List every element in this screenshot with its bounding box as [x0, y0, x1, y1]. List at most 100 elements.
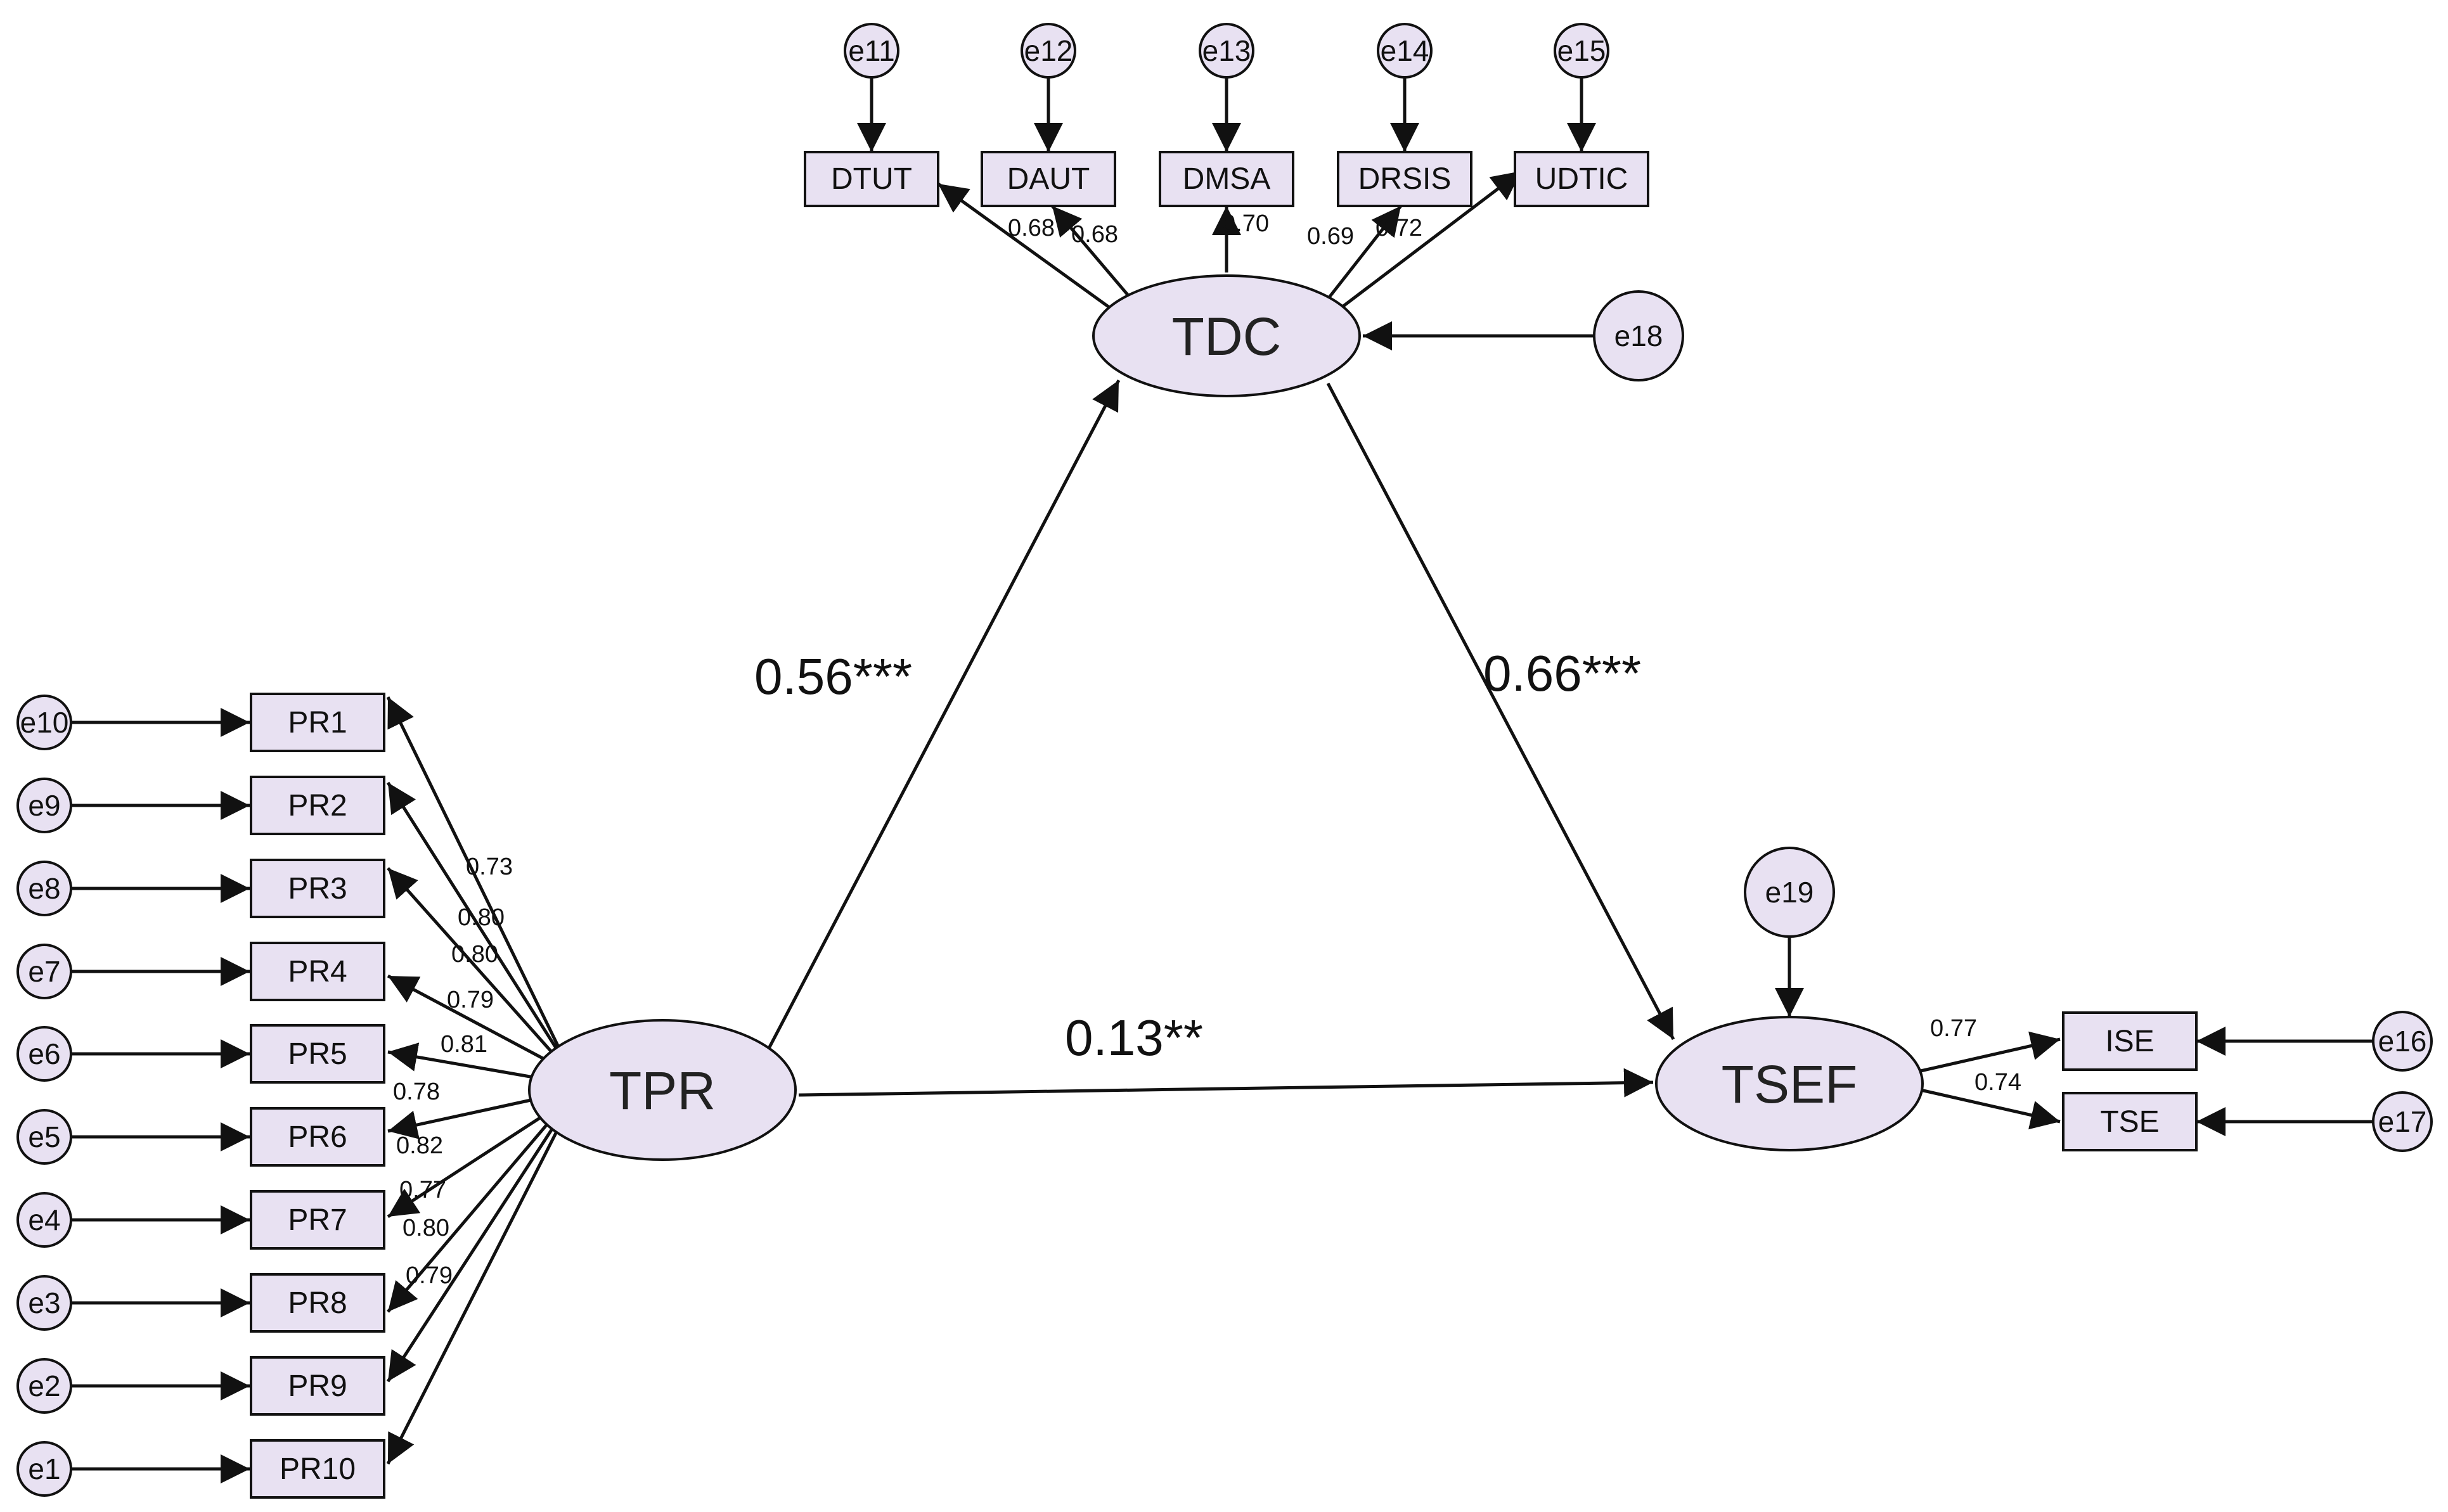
edge-tdc-drsis — [1324, 205, 1402, 304]
edge-tpr-pr10 — [386, 1131, 558, 1465]
error-e10: e10 — [16, 695, 72, 750]
indicator-tse: TSE — [2062, 1092, 2198, 1151]
error-e7: e7 — [16, 944, 72, 999]
error-e5-label: e5 — [28, 1120, 60, 1153]
loading-pr1: 0.73 — [466, 854, 513, 880]
indicator-pr1: PR1 — [250, 693, 385, 752]
error-e4: e4 — [16, 1192, 72, 1248]
indicator-dmsa: DMSA — [1159, 151, 1294, 207]
error-e11-label: e11 — [848, 34, 894, 67]
loading-pr6: 0.78 — [393, 1079, 440, 1105]
indicator-pr9-label: PR9 — [288, 1369, 347, 1403]
loading-labels: 0.73 0.80 0.80 0.79 0.81 0.78 0.82 0.77 … — [393, 210, 2021, 1289]
loading-pr4: 0.79 — [447, 987, 494, 1013]
path-tpr-tsef-label: 0.13** — [1065, 1009, 1203, 1066]
error-e14: e14 — [1377, 23, 1433, 79]
loading-dmsa: 0.70 — [1222, 210, 1269, 237]
indicator-udtic: UDTIC — [1514, 151, 1649, 207]
error-e13-label: e13 — [1202, 34, 1251, 67]
loading-udtic: 0.72 — [1375, 215, 1422, 241]
error-e18: e18 — [1593, 290, 1684, 381]
loading-daut: 0.68 — [1071, 221, 1118, 248]
indicator-pr6: PR6 — [250, 1107, 385, 1167]
edge-tdc-tsef — [1326, 382, 1675, 1041]
edge-tpr-pr4 — [387, 974, 546, 1061]
edge-tdc-udtic — [1336, 170, 1523, 312]
indicator-dtut: DTUT — [804, 151, 939, 207]
indicator-pr7-label: PR7 — [288, 1203, 347, 1237]
latent-tpr-label: TPR — [609, 1061, 716, 1120]
indicator-dtut-label: DTUT — [831, 162, 912, 196]
edge-tpr-pr7 — [387, 1115, 543, 1219]
error-e13: e13 — [1199, 23, 1254, 79]
error-e18-label: e18 — [1614, 319, 1663, 352]
indicator-pr10: PR10 — [250, 1439, 385, 1499]
indicator-pr1-label: PR1 — [288, 706, 347, 740]
loading-tse: 0.74 — [1975, 1069, 2021, 1096]
indicator-pr2-label: PR2 — [288, 789, 347, 823]
loading-pr8: 0.77 — [399, 1177, 446, 1203]
indicator-daut-label: DAUT — [1007, 162, 1090, 196]
loading-ise: 0.77 — [1930, 1015, 1977, 1042]
indicator-pr5: PR5 — [250, 1024, 385, 1084]
indicator-pr4-label: PR4 — [288, 955, 347, 989]
indicator-ise: ISE — [2062, 1011, 2198, 1071]
loading-dtut: 0.68 — [1008, 215, 1055, 241]
indicator-pr7: PR7 — [250, 1190, 385, 1250]
error-e15-label: e15 — [1557, 34, 1606, 67]
latent-tdc: TDC — [1092, 274, 1361, 397]
error-e16: e16 — [2372, 1011, 2433, 1072]
edge-tdc-daut — [1051, 205, 1136, 304]
edge-tsef-ise — [1920, 1031, 2061, 1073]
error-e12: e12 — [1021, 23, 1076, 79]
error-e3: e3 — [16, 1275, 72, 1331]
indicator-pr3-label: PR3 — [288, 872, 347, 906]
indicator-pr5-label: PR5 — [288, 1037, 347, 1071]
error-e8-label: e8 — [28, 872, 60, 905]
indicator-pr4: PR4 — [250, 942, 385, 1001]
error-e1: e1 — [16, 1441, 72, 1497]
indicator-daut: DAUT — [981, 151, 1116, 207]
loading-pr3: 0.80 — [451, 941, 498, 968]
error-e12-label: e12 — [1024, 34, 1073, 67]
loading-pr9: 0.80 — [403, 1215, 449, 1241]
path-tdc-tsef-label: 0.66*** — [1483, 645, 1641, 702]
error-e8: e8 — [16, 861, 72, 916]
error-terms: e10 e9 e8 e7 e6 e5 e4 e3 e2 e1 e11 e12 e… — [16, 23, 2433, 1497]
error-e19-label: e19 — [1765, 876, 1814, 909]
latent-tsef-label: TSEF — [1722, 1054, 1858, 1114]
indicator-pr2: PR2 — [250, 776, 385, 835]
error-e14-label: e14 — [1381, 34, 1429, 67]
error-e15: e15 — [1554, 23, 1609, 79]
latent-variables: TPR TDC TSEF — [528, 274, 1924, 1161]
error-e2: e2 — [16, 1358, 72, 1414]
error-e10-label: e10 — [20, 706, 69, 739]
error-e19: e19 — [1744, 847, 1835, 938]
error-e11: e11 — [844, 23, 899, 79]
error-e6-label: e6 — [28, 1037, 60, 1070]
error-e3-label: e3 — [28, 1286, 60, 1319]
indicator-pr9: PR9 — [250, 1356, 385, 1416]
indicator-ise-label: ISE — [2105, 1025, 2154, 1058]
indicator-pr8: PR8 — [250, 1273, 385, 1333]
indicator-drsis-label: DRSIS — [1358, 162, 1452, 196]
loading-pr7: 0.82 — [396, 1132, 443, 1159]
loading-pr5: 0.81 — [441, 1031, 487, 1058]
latent-tsef: TSEF — [1655, 1016, 1924, 1151]
edges — [71, 70, 2374, 1483]
error-e9: e9 — [16, 778, 72, 833]
edge-tpr-pr2 — [386, 781, 558, 1050]
edge-tpr-tdc — [765, 379, 1121, 1053]
indicator-drsis: DRSIS — [1337, 151, 1472, 207]
latent-tpr: TPR — [528, 1019, 797, 1161]
latent-tdc-label: TDC — [1172, 307, 1282, 366]
edge-tpr-pr9 — [386, 1127, 555, 1383]
edge-tpr-pr1 — [386, 696, 560, 1047]
edge-tpr-pr3 — [387, 867, 554, 1054]
indicator-pr10-label: PR10 — [280, 1452, 356, 1486]
error-e2-label: e2 — [28, 1369, 60, 1402]
error-e5: e5 — [16, 1109, 72, 1165]
edge-tpr-pr5 — [387, 1042, 534, 1079]
path-coefficients: 0.56*** 0.66*** 0.13** — [754, 645, 1641, 1066]
